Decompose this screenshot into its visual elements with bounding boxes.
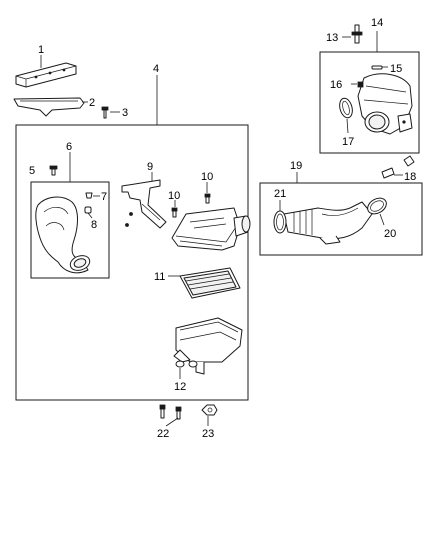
callout-21: 21 [274, 188, 286, 200]
callout-12: 12 [174, 381, 186, 393]
callout-1: 1 [38, 44, 44, 56]
seal-ring [339, 97, 353, 119]
stud-pair [159, 404, 182, 420]
callout-10-upper: 10 [201, 171, 213, 183]
lower-duct-seal [13, 97, 85, 117]
callout-15: 15 [390, 63, 402, 75]
air-cleaner-housing [173, 317, 243, 375]
callout-19: 19 [290, 160, 302, 172]
air-cleaner-lid [171, 207, 251, 251]
intake-hose [283, 201, 373, 245]
fastener [171, 207, 178, 218]
callout-23: 23 [202, 428, 214, 440]
callout-8: 8 [91, 219, 97, 231]
grommet-pair [175, 360, 198, 368]
fastener-upper [204, 193, 211, 204]
callout-9: 9 [147, 161, 153, 173]
clip [85, 192, 93, 199]
callout-13: 13 [326, 32, 338, 44]
air-filter-element [179, 267, 241, 299]
callout-4: 4 [153, 63, 159, 75]
hose-clamp-small [273, 210, 287, 234]
air-cleaner-assembly-box [15, 124, 249, 401]
nut [357, 81, 364, 88]
resonator-assembly-box [319, 51, 420, 154]
callout-7: 7 [101, 191, 107, 203]
callout-20: 20 [384, 228, 396, 240]
resonator-housing [357, 73, 413, 135]
callout-2: 2 [89, 97, 95, 109]
grommet [84, 206, 92, 214]
callout-14: 14 [371, 17, 383, 29]
callout-6: 6 [66, 141, 72, 153]
callout-16: 16 [330, 79, 342, 91]
callout-17: 17 [342, 136, 354, 148]
hex-nut [201, 404, 218, 416]
resonator-screw [371, 65, 383, 70]
callout-22: 22 [157, 428, 169, 440]
hose-clamp-large [367, 197, 387, 215]
callout-5: 5 [29, 165, 35, 177]
upper-duct-cover [15, 62, 77, 88]
hose-assembly-box [259, 182, 423, 256]
air-inlet-duct [35, 196, 91, 274]
callout-3: 3 [122, 107, 128, 119]
screw [49, 165, 58, 176]
mounting-bracket [121, 179, 167, 229]
callout-18: 18 [404, 171, 416, 183]
push-pin [351, 24, 363, 44]
bolt [101, 106, 109, 119]
fitting [381, 155, 415, 179]
callout-11: 11 [154, 271, 165, 283]
callout-10-lower: 10 [168, 190, 180, 202]
